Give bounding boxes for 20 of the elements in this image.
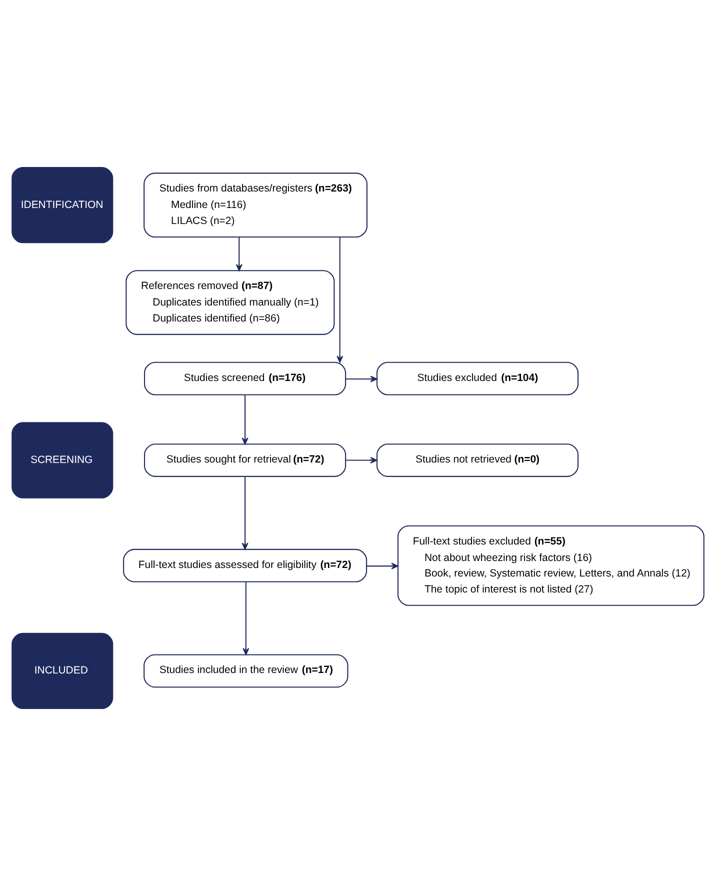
arrow: [336, 236, 344, 362]
node-box: IDENTIFICATION: [12, 166, 114, 243]
arrow: [242, 394, 248, 444]
node-box: Full-text studies assessed for eligibility (n=72): [123, 548, 368, 582]
arrow: [346, 456, 378, 464]
arrow: [346, 375, 378, 382]
node-box: Studies from databases/registers (n=263) Medline (n=116) LILACS (n=2): [144, 172, 368, 237]
node-box: Studies not retrieved (n=0): [376, 443, 579, 476]
arrow: [242, 476, 248, 550]
node-box: References removed (n=87) Duplicates identified manually (n=1) Duplicates identified (n=86): [126, 270, 335, 334]
node-box: Studies screened (n=176): [144, 361, 346, 395]
arrow: [366, 562, 398, 569]
node-box: Studies included in the review (n=17): [144, 654, 348, 688]
arrow: [236, 236, 242, 271]
node-box: Full-text studies excluded (n=55) Not about wheezing risk factors (16) Book, review, Systematic review, Letters, and Annals (12) The topic of interest is not listed (27): [397, 524, 704, 606]
node-box: INCLUDED: [12, 632, 114, 709]
arrow: [242, 581, 250, 655]
node-box: SCREENING: [12, 422, 114, 498]
node-box: Studies sought for retrieval (n=72): [144, 443, 346, 476]
node-box: Studies excluded (n=104): [376, 361, 579, 395]
